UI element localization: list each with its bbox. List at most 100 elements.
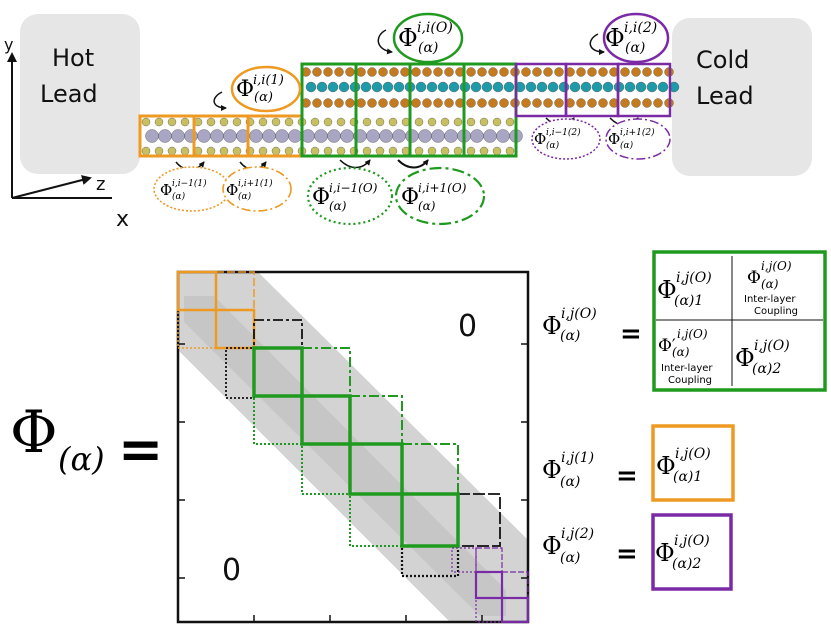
atom-top-middle	[503, 81, 515, 93]
atom-top-middle	[426, 81, 438, 93]
atom-metal	[184, 129, 198, 143]
atom-chalcogen	[258, 117, 268, 127]
atom-top-lower	[411, 98, 421, 108]
atom-chalcogen	[492, 117, 502, 127]
atom-chalcogen	[505, 117, 515, 127]
atom-top-lower	[466, 98, 476, 108]
atom-metal	[496, 129, 510, 143]
green-cell-tl: Φ i,j(O) (α)1	[657, 270, 712, 309]
svg-text:(α)1: (α)1	[673, 469, 702, 485]
atom-top-upper	[389, 67, 399, 77]
atom-top-lower	[334, 98, 344, 108]
svg-text:(α): (α)	[625, 40, 645, 56]
atom-metal	[327, 129, 341, 143]
svg-text:i,j(O): i,j(O)	[676, 270, 712, 286]
svg-text:Φ: Φ	[542, 456, 562, 484]
atom-top-upper	[488, 67, 498, 77]
atom-top-lower	[532, 98, 542, 108]
svg-text:Coupling: Coupling	[668, 375, 712, 386]
atom-top-middle	[393, 81, 405, 93]
svg-text:i,i(2): i,i(2)	[624, 20, 657, 36]
atom-top-middle	[415, 81, 427, 93]
atom-top-upper	[499, 67, 509, 77]
svg-text:(α): (α)	[254, 90, 273, 105]
atom-top-lower	[653, 98, 663, 108]
atom-chalcogen	[427, 117, 437, 127]
phi-2-ellipse	[602, 12, 670, 64]
atom-top-middle	[448, 81, 460, 93]
svg-text:(α)2: (α)2	[752, 361, 781, 377]
atom-metal	[366, 129, 380, 143]
atom-top-upper	[543, 67, 553, 77]
purple-right-ellipse	[605, 118, 671, 160]
svg-text:i,j(1): i,j(1)	[561, 450, 594, 466]
atom-top-upper	[378, 67, 388, 77]
svg-text:(α): (α)	[560, 474, 580, 490]
svg-text:Φ: Φ	[657, 276, 677, 304]
atom-chalcogen	[323, 146, 333, 156]
atom-metal	[444, 129, 458, 143]
atom-top-middle	[635, 81, 647, 93]
svg-text:i,i+1(O): i,i+1(O)	[418, 181, 467, 195]
atom-chalcogen	[414, 146, 424, 156]
atom-top-upper	[433, 67, 443, 77]
atom-top-middle	[536, 81, 548, 93]
green-cell-tr: Φ i,j(O) (α) Inter-layer Coupling	[744, 259, 798, 317]
atom-top-lower	[499, 98, 509, 108]
orange-right-ellipse	[222, 166, 292, 212]
svg-text:Φ: Φ	[398, 24, 418, 52]
matrix-zero-upper: 0	[458, 309, 477, 344]
svg-text:i,j(O): i,j(O)	[677, 327, 708, 341]
atom-top-middle	[382, 81, 394, 93]
svg-text:Φ: Φ	[160, 181, 172, 199]
atom-chalcogen	[180, 117, 190, 127]
svg-text:Φ: Φ	[236, 77, 254, 102]
svg-text:i,j(O): i,j(O)	[674, 533, 710, 549]
atom-top-middle	[558, 81, 570, 93]
atom-chalcogen	[271, 117, 281, 127]
atom-top-middle	[525, 81, 537, 93]
phi-o-label: Φ i,i(O) (α)	[398, 20, 453, 56]
svg-text:=: =	[620, 319, 642, 349]
atom-chalcogen	[505, 146, 515, 156]
atom-top-upper	[345, 67, 355, 77]
atom-top-lower	[554, 98, 564, 108]
atom-top-lower	[488, 98, 498, 108]
atom-chalcogen	[375, 117, 385, 127]
atom-top-middle	[580, 81, 592, 93]
atom-chalcogen	[453, 117, 463, 127]
green-definition-box	[652, 250, 827, 392]
atom-top-middle	[327, 81, 339, 93]
atom-chalcogen	[310, 117, 320, 127]
atom-top-upper	[312, 67, 322, 77]
matrix-frame	[176, 270, 530, 624]
atom-chalcogen	[388, 117, 398, 127]
atom-chalcogen	[466, 117, 476, 127]
svg-text:Φ′: Φ′	[658, 336, 676, 356]
svg-text:Φ: Φ	[605, 24, 625, 52]
purple-left-label: Φ i,i−1(2) (α)	[534, 127, 581, 151]
atom-top-upper	[631, 67, 641, 77]
purple-definition-lhs: Φ i,j(2) (α) =	[542, 526, 638, 569]
atom-top-middle	[547, 81, 559, 93]
svg-text:(α): (α)	[620, 140, 634, 151]
atom-top-upper	[444, 67, 454, 77]
svg-text:=: =	[616, 539, 638, 569]
atom-metal	[249, 129, 263, 143]
atom-metal	[288, 129, 302, 143]
atom-metal	[314, 129, 328, 143]
atom-chalcogen	[375, 146, 385, 156]
atom-chalcogen	[219, 146, 229, 156]
atom-top-lower	[521, 98, 531, 108]
atom-top-lower	[642, 98, 652, 108]
atom-top-middle	[602, 81, 614, 93]
svg-text:i,i−1(O): i,i−1(O)	[329, 181, 378, 195]
atom-top-middle	[470, 81, 482, 93]
purple-blocks	[514, 62, 672, 118]
svg-text:Φ: Φ	[608, 130, 620, 148]
atom-top-upper	[587, 67, 597, 77]
atom-chalcogen	[141, 146, 151, 156]
orange-definition-lhs: Φ i,j(1) (α) =	[542, 450, 638, 491]
svg-text:Φ: Φ	[534, 130, 546, 148]
atom-top-middle	[569, 81, 581, 93]
